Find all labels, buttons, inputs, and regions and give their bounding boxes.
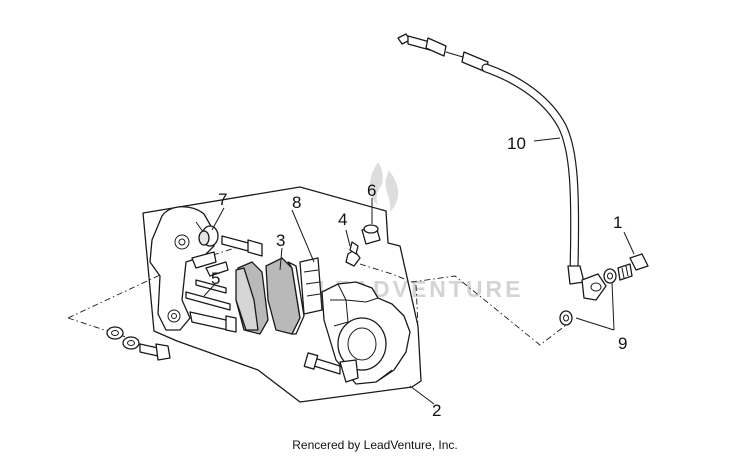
caliper-body-bolts xyxy=(303,352,341,375)
leader-lines xyxy=(203,137,635,405)
reference-lines xyxy=(67,247,571,346)
part-1-banjo-bolt xyxy=(617,253,649,281)
part-3-brake-pads xyxy=(235,257,305,335)
callout-10: 10 xyxy=(507,134,526,153)
callout-7: 7 xyxy=(218,190,227,209)
callout-5: 5 xyxy=(211,269,220,288)
caliper-bracket xyxy=(149,206,215,331)
callout-8: 8 xyxy=(292,193,301,212)
watermark-flame-icon xyxy=(369,162,399,212)
guide-pin-upper xyxy=(221,235,263,257)
part-7-boot xyxy=(198,225,219,247)
part-9-washers xyxy=(559,268,617,326)
callout-9: 9 xyxy=(618,334,627,353)
part-4-bleed-valve xyxy=(345,241,361,267)
callout-2: 2 xyxy=(432,401,441,420)
mounting-washers-and-bolt xyxy=(106,326,171,361)
callout-labels: 1 2 3 4 5 6 7 8 9 10 xyxy=(211,134,627,420)
callout-1: 1 xyxy=(613,213,622,232)
callout-6: 6 xyxy=(367,181,376,200)
part-5-pins xyxy=(185,279,237,333)
part-6-cap xyxy=(361,224,381,245)
caliper-assembly-outline xyxy=(142,186,422,403)
callout-4: 4 xyxy=(338,210,347,229)
callout-3: 3 xyxy=(276,231,285,250)
part-10-brake-hose xyxy=(397,33,607,301)
render-credit: Rencered by LeadVenture, Inc. xyxy=(292,438,458,452)
part-2-caliper-body xyxy=(321,281,411,385)
part-8-spring-clips xyxy=(191,251,323,315)
